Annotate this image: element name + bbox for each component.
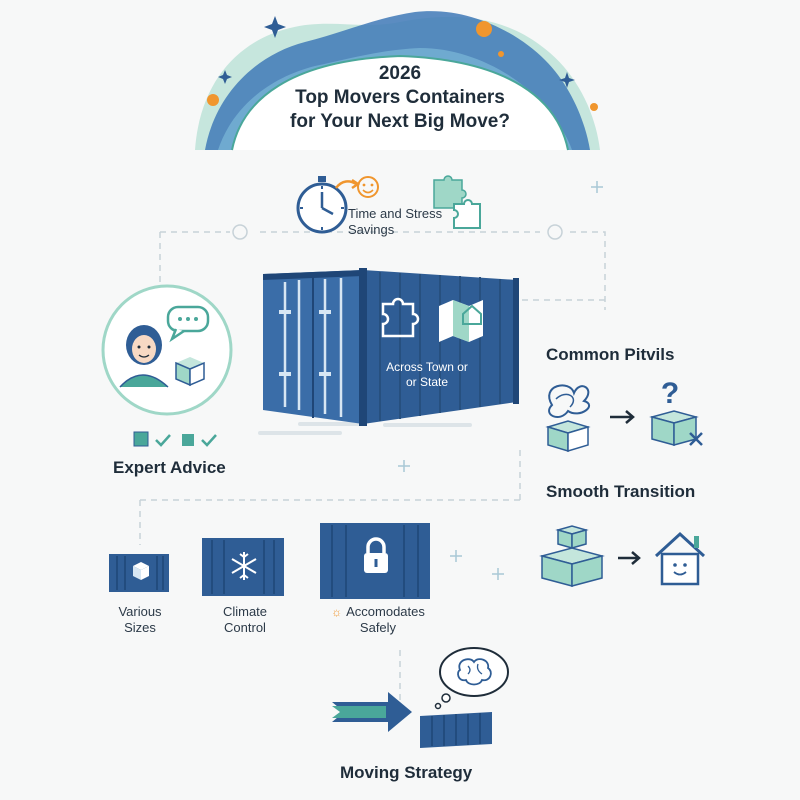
person-icon [119,325,169,388]
small-container-icon [420,712,492,748]
arrow-right-icon [332,692,412,732]
happy-house-icon [654,531,706,586]
box-icon [133,562,149,580]
time-savings-line-1: Time and Stress [348,206,443,221]
expert-advice-label: Expert Advice [113,458,226,477]
title-year: 2026 [378,63,422,84]
main-container-line-2: or State [405,375,449,389]
brain-icon [457,658,492,686]
puzzle-icon [381,297,420,338]
moving-strategy-label: Moving Strategy [340,763,473,782]
lock-icon [364,537,388,573]
check-icon [155,434,171,447]
svg-text:?: ? [661,377,679,410]
main-container-caption: Across Town or or State [372,360,482,390]
feature-line-1: Climate [222,604,268,619]
tangled-box-icon [545,384,591,453]
feature-line-2: Control [224,620,266,635]
feature-line-1-wrap: ☼Accomodates [318,604,438,620]
feature-line-2: Safely [359,620,397,635]
smiley-icon [357,176,379,198]
feature-climate-control: Climate Control [205,604,285,636]
smooth-transition-icons [539,525,706,587]
orange-dot [590,103,598,111]
time-savings-caption: Time and Stress Savings [348,206,442,238]
common-pitfalls-icons: ? [545,377,703,453]
feature-line-2: Sizes [124,620,156,635]
sun-icon: ☼ [331,605,343,619]
arrow-right-icon [618,551,641,565]
snowflake-icon [231,552,257,580]
feature-various-sizes: Various Sizes [100,604,180,636]
speech-bubble-icon [166,305,210,343]
check-icon [201,434,217,447]
feature-accomodates-safely: ☼Accomodates Safely [318,604,438,636]
small-container-box [109,554,169,592]
moving-strategy-illustration [332,647,509,748]
feature-line-1: Various [118,604,162,619]
main-shipping-container [263,268,519,426]
feature-line-1: Accomodates [346,604,425,619]
main-container-line-1: Across Town or [386,360,468,374]
title-block: 2026 Top Movers Containers for Your Next… [200,62,600,134]
map-icon [439,300,483,342]
expert-advice-illustration [101,284,233,416]
box-icon [175,357,205,387]
orange-dot [498,51,504,57]
question-box-icon: ? [649,377,703,446]
time-savings-line-2: Savings [348,222,395,237]
title-line-2: for Your Next Big Move? [290,111,510,132]
secure-container [320,523,430,599]
orange-dot [207,94,219,106]
climate-container [202,538,284,596]
time-savings-icons [296,175,481,234]
title-line-1: Top Movers Containers [295,87,505,108]
common-pitfalls-label: Common Pitvils [546,345,675,364]
thought-bubble-icon [434,647,509,710]
open-box-icon [539,525,605,587]
orange-dot [476,21,492,37]
puzzle-icon [433,175,481,229]
stopwatch-icon [296,176,348,234]
checklist-icons [133,431,217,447]
arrow-right-icon [610,410,635,424]
smooth-transition-label: Smooth Transition [546,482,696,501]
